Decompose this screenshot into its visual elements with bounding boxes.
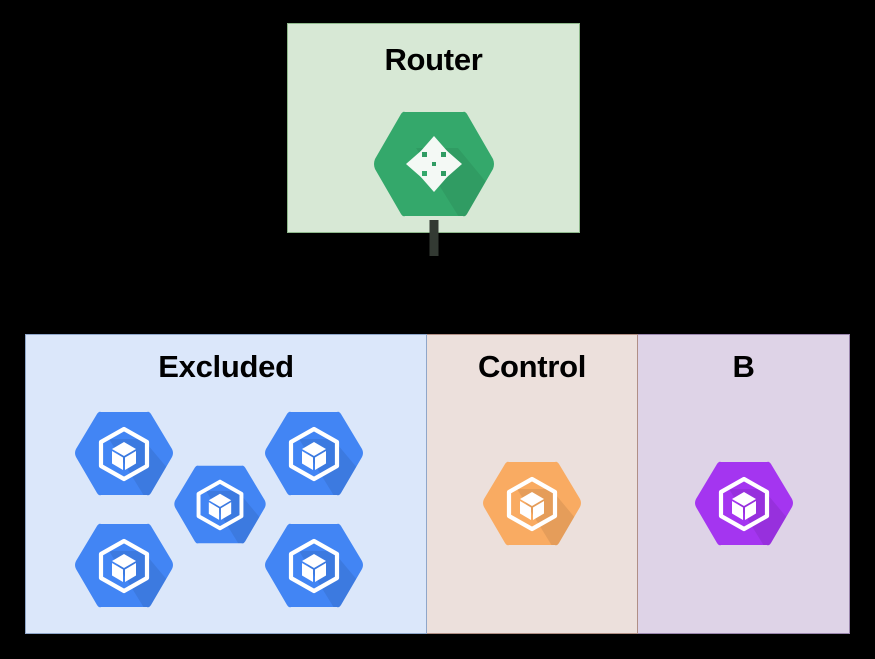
router-connector-stem	[429, 220, 438, 256]
panel-control-title: Control	[477, 349, 587, 384]
router-icon	[373, 111, 494, 217]
container-cube-icon	[265, 411, 363, 496]
panel-b-title: B	[732, 349, 755, 384]
container-cube-icon	[75, 523, 173, 608]
node-pool-panels: Excluded	[25, 334, 850, 634]
panel-excluded-title: Excluded	[158, 349, 294, 384]
container-cube-icon	[265, 523, 363, 608]
panel-excluded: Excluded	[25, 334, 427, 634]
router-group-box: Router	[287, 23, 580, 256]
node-b-1[interactable]	[693, 459, 795, 548]
node-excluded-2[interactable]	[263, 409, 365, 498]
node-excluded-4[interactable]	[73, 521, 175, 610]
node-excluded-1[interactable]	[73, 409, 175, 498]
panel-b: B	[638, 334, 850, 634]
node-control-1[interactable]	[481, 459, 583, 548]
container-cube-icon	[483, 461, 581, 546]
router-group-title: Router	[384, 42, 483, 77]
panel-control: Control	[427, 334, 638, 634]
container-cube-icon	[75, 411, 173, 496]
node-excluded-3[interactable]	[172, 463, 268, 546]
node-excluded-5[interactable]	[263, 521, 365, 610]
router-node[interactable]	[372, 108, 496, 220]
container-cube-icon	[694, 461, 793, 546]
container-cube-icon	[174, 465, 266, 544]
